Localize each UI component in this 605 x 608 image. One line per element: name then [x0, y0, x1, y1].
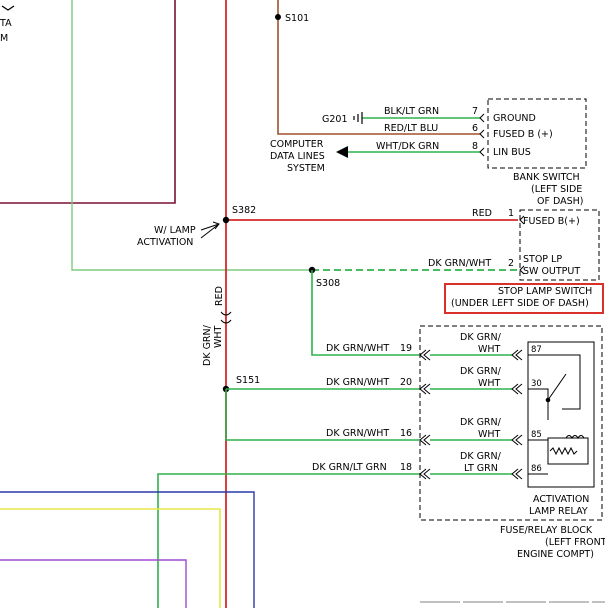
- computer-data-lines-label-2: DATA LINES: [270, 151, 325, 162]
- pin-7: 7: [472, 106, 478, 117]
- pin-2: 2: [508, 258, 514, 269]
- stop-lamp-highlight: [444, 283, 604, 314]
- stop-switch-output-1: STOP LP: [523, 254, 562, 265]
- wire-red-lt-blu-label: RED/LT BLU: [384, 123, 438, 134]
- wire-20-label: DK GRN/WHT: [326, 377, 389, 388]
- pin-6: 6: [472, 123, 478, 134]
- relay-wire-18-label-1: DK GRN/: [460, 451, 502, 462]
- wire-dkgrn-19: [311, 270, 420, 356]
- ground-g201-label: G201: [322, 114, 348, 125]
- wire-light-green: [71, 0, 312, 271]
- wire-red-label: RED: [472, 208, 492, 219]
- bank-switch-title-2: (LEFT SIDE: [531, 184, 582, 195]
- splice-s382-label: S382: [232, 205, 256, 216]
- stop-lamp-switch-title-2: (UNDER LEFT SIDE OF DASH): [451, 298, 589, 309]
- wire-16-label: DK GRN/WHT: [326, 428, 389, 439]
- wire-purple: [0, 559, 187, 608]
- wire-brown-s101: [277, 0, 480, 135]
- fuse-block-title-3: ENGINE COMPT): [517, 549, 594, 560]
- splice-s382-dot: [222, 216, 230, 224]
- stop-switch-output-2: SW OUTPUT: [523, 266, 580, 277]
- computer-data-lines-label-1: COMPUTER: [270, 139, 324, 150]
- bank-switch-title-1: BANK SWITCH: [513, 172, 580, 183]
- bank-switch-ground: GROUND: [493, 113, 536, 124]
- lamp-activation-label-2: ACTIVATION: [137, 237, 193, 248]
- relay-feed-wires: [430, 354, 512, 475]
- bank-switch-title-3: OF DASH): [537, 196, 584, 207]
- pin-1: 1: [508, 208, 514, 219]
- fuse-block-title-1: FUSE/RELAY BLOCK: [500, 525, 593, 536]
- arrow-left-icon: [336, 146, 348, 158]
- pin-20: 20: [400, 377, 412, 388]
- relay-wire-20-label-2: WHT: [478, 378, 501, 389]
- pin-16: 16: [400, 428, 412, 439]
- wire-blk-lt-grn-label: BLK/LT GRN: [384, 106, 439, 117]
- relay-title-2: LAMP RELAY: [529, 506, 588, 517]
- top-left-text-2: M: [0, 33, 8, 44]
- top-left-arc: [1, 5, 15, 11]
- wire-wht-dk-grn-label: WHT/DK GRN: [376, 141, 439, 152]
- splice-s308-label: S308: [316, 278, 340, 289]
- relay-wire-16-label-2: WHT: [478, 429, 501, 440]
- pin-8: 8: [472, 141, 478, 152]
- wire-dkgrn-16: [225, 389, 420, 441]
- wire-yellow: [0, 508, 221, 608]
- relay-wire-19-label-2: WHT: [478, 344, 501, 355]
- relay-pin-87: 87: [531, 345, 542, 355]
- relay-wire-20-label-1: DK GRN/: [460, 366, 502, 377]
- relay-pin-30: 30: [531, 379, 542, 389]
- pin-19: 19: [400, 343, 412, 354]
- wire-dkgrn-dashed-label: DK GRN/WHT: [428, 258, 491, 269]
- computer-data-lines-label-3: SYSTEM: [287, 163, 325, 174]
- bank-switch-pins: [479, 113, 485, 157]
- splice-s101-label: S101: [285, 13, 309, 24]
- relay-wire-16-label-1: DK GRN/: [460, 417, 502, 428]
- stop-lamp-switch-title-1: STOP LAMP SWITCH: [498, 286, 592, 297]
- connector-vertical: [220, 311, 232, 324]
- wire-dark-red: [0, 0, 176, 204]
- ground-g201-icon: [353, 112, 363, 124]
- wire-19-label: DK GRN/WHT: [326, 343, 389, 354]
- splice-s151-label: S151: [236, 375, 260, 386]
- wire-red-vertical-label: RED: [214, 286, 225, 306]
- wire-18-label: DK GRN/LT GRN: [312, 462, 387, 473]
- activation-lamp-relay-box: [527, 341, 595, 488]
- stop-lamp-switch-box: [519, 209, 600, 281]
- relay-wire-18-label-2: LT GRN: [464, 463, 498, 474]
- relay-title-1: ACTIVATION: [533, 494, 589, 505]
- fuse-relay-block-box: [419, 325, 603, 521]
- splice-s101-dot: [275, 14, 281, 20]
- wire-dkgrn-vertical-label-2: WHT: [213, 325, 224, 348]
- bank-switch-fused: FUSED B (+): [493, 129, 553, 140]
- relay-contacts: [528, 354, 589, 475]
- wire-dkgrn-vertical-label-1: DK GRN/: [202, 324, 213, 366]
- relay-connectors: [511, 349, 523, 480]
- lamp-activation-arrows: [200, 221, 220, 239]
- pin-18: 18: [400, 462, 412, 473]
- fuse-block-connectors: [419, 349, 431, 480]
- relay-pin-85: 85: [531, 430, 542, 440]
- bank-switch-lin-bus: LIN BUS: [493, 147, 531, 158]
- stop-switch-pins: [519, 215, 525, 275]
- wire-dkgrn-ltgrn-18: [157, 473, 420, 608]
- bank-switch-box: [487, 98, 587, 169]
- lamp-activation-label-1: W/ LAMP: [154, 225, 196, 236]
- wire-blue: [0, 491, 255, 608]
- relay-wire-19-label-1: DK GRN/: [460, 332, 502, 343]
- stop-switch-fused: FUSED B(+): [523, 216, 580, 227]
- relay-pin-86: 86: [531, 464, 542, 474]
- top-left-text-1: TA: [0, 18, 12, 29]
- fuse-block-title-2: (LEFT FRONT: [545, 537, 605, 548]
